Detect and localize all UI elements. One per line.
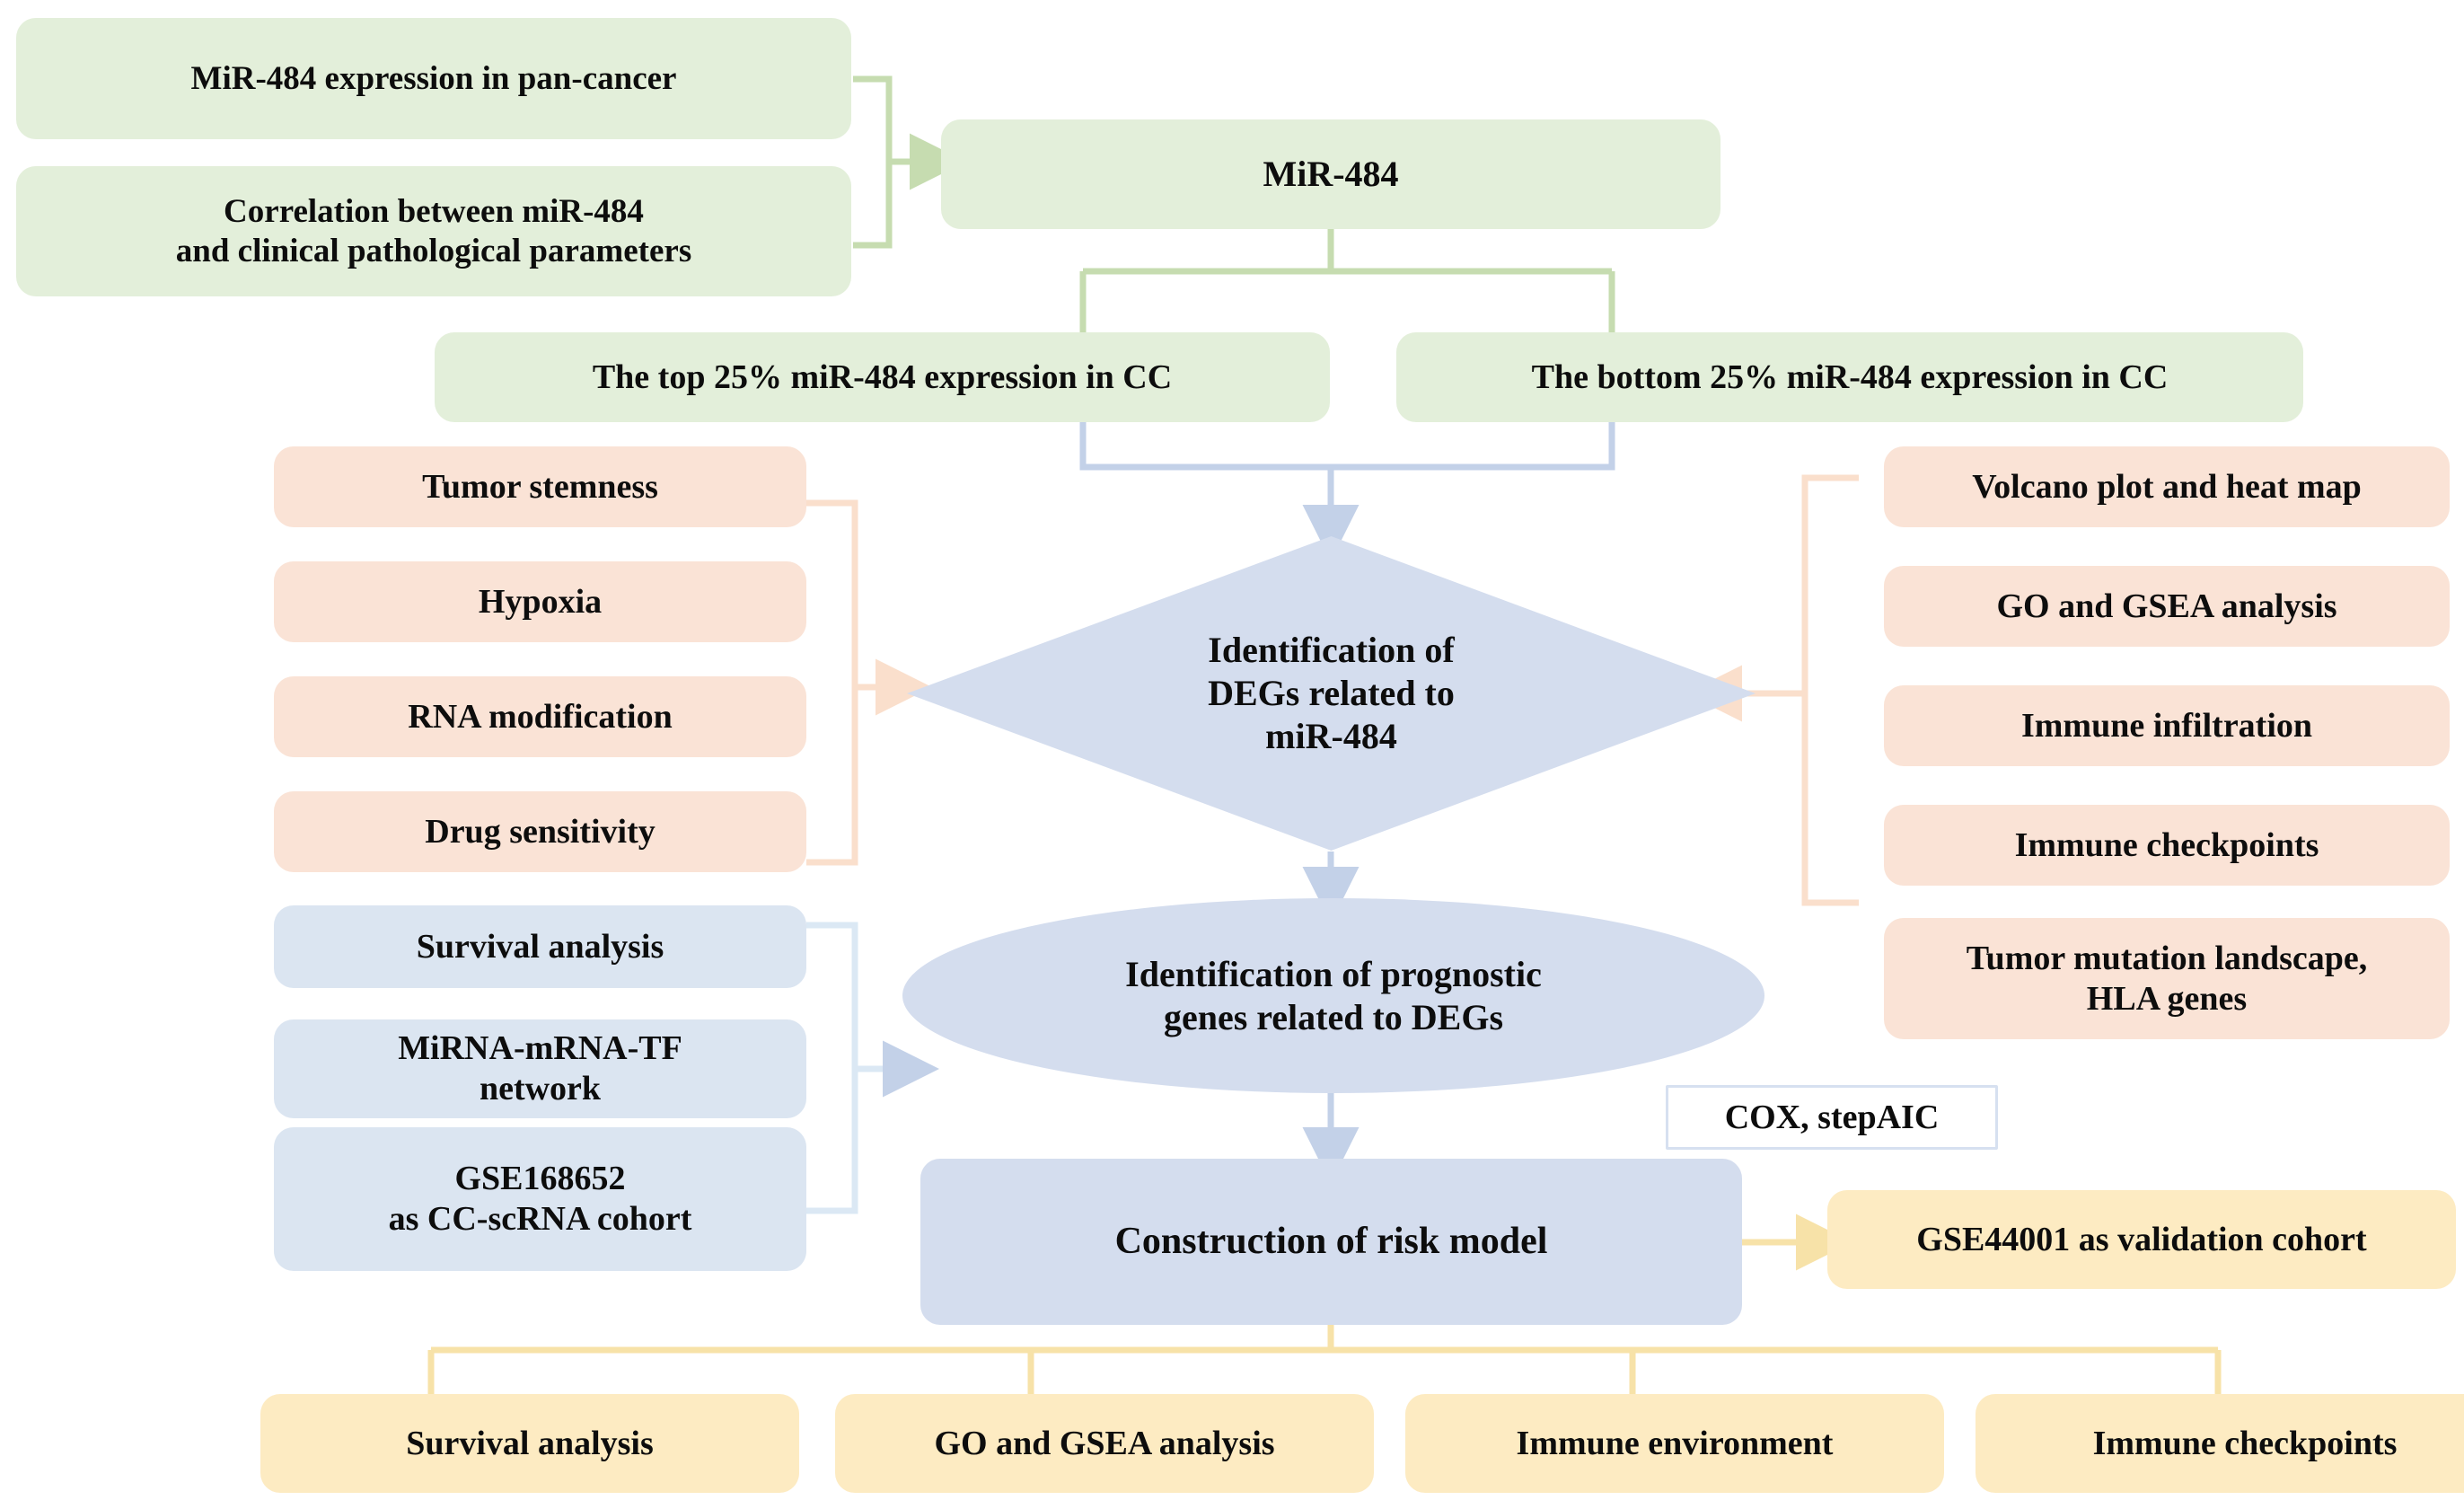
box-label: MiR-484 expression in pan-cancer: [190, 59, 677, 97]
box-bottom-survival-analysis[interactable]: Survival analysis: [260, 1394, 799, 1493]
box-mir484-root[interactable]: MiR-484: [941, 119, 1720, 229]
ellipse-prognostic-genes[interactable]: Identification of prognostic genes relat…: [902, 898, 1764, 1093]
box-cox-stepaic-note[interactable]: COX, stepAIC: [1666, 1085, 1998, 1150]
ellipse-label: Identification of prognostic genes relat…: [1125, 953, 1542, 1037]
box-label: COX, stepAIC: [1724, 1098, 1940, 1136]
box-immune-infiltration[interactable]: Immune infiltration: [1884, 685, 2450, 766]
box-tumor-mutation-hla[interactable]: Tumor mutation landscape, HLA genes: [1884, 918, 2450, 1039]
box-immune-checkpoints-right[interactable]: Immune checkpoints: [1884, 805, 2450, 886]
ellipse-shape: [902, 898, 1764, 1093]
box-label: Construction of risk model: [1114, 1220, 1548, 1262]
box-label: Immune checkpoints: [2014, 825, 2319, 864]
box-label: Immune infiltration: [2020, 706, 2313, 745]
box-gse168652-cohort[interactable]: GSE168652 as CC-scRNA cohort: [274, 1127, 806, 1271]
box-label: Drug sensitivity: [425, 812, 656, 851]
box-correlation-clinical-params[interactable]: Correlation between miR-484 and clinical…: [16, 166, 851, 296]
box-label: GSE168652 as CC-scRNA cohort: [388, 1160, 692, 1238]
box-hypoxia[interactable]: Hypoxia: [274, 561, 806, 642]
diamond-label: Identification of DEGs related to miR-48…: [1208, 630, 1455, 756]
box-label: Tumor stemness: [422, 467, 658, 506]
box-mir484-pan-cancer[interactable]: MiR-484 expression in pan-cancer: [16, 18, 851, 139]
box-label: GO and GSEA analysis: [934, 1424, 1275, 1462]
box-volcano-heatmap[interactable]: Volcano plot and heat map: [1884, 446, 2450, 527]
box-go-gsea-right[interactable]: GO and GSEA analysis: [1884, 566, 2450, 647]
box-label: Correlation between miR-484 and clinical…: [175, 192, 692, 269]
box-bottom-immune-environment[interactable]: Immune environment: [1405, 1394, 1944, 1493]
box-label: Hypoxia: [478, 582, 603, 621]
link-root-to-splits: [1079, 229, 1615, 332]
link-left-peach-to-diamond: [806, 499, 932, 866]
link-left-blue-to-ellipse: [806, 922, 939, 1214]
box-label: GO and GSEA analysis: [1996, 587, 2337, 625]
box-label: Immune environment: [1516, 1424, 1834, 1462]
box-label: Survival analysis: [416, 927, 664, 966]
diamond-identification-degs[interactable]: Identification of DEGs related to miR-48…: [907, 536, 1756, 851]
box-tumor-stemness[interactable]: Tumor stemness: [274, 446, 806, 527]
link-riskmodel-to-bottom: [427, 1325, 2222, 1394]
box-label: The top 25% miR-484 expression in CC: [592, 357, 1173, 396]
box-label: Survival analysis: [406, 1424, 654, 1462]
link-toplefts-to-root: [853, 75, 966, 249]
box-drug-sensitivity[interactable]: Drug sensitivity: [274, 791, 806, 872]
box-label: Volcano plot and heat map: [1972, 467, 2362, 506]
link-splits-to-diamond: [1079, 422, 1615, 561]
box-construction-risk-model[interactable]: Construction of risk model: [920, 1159, 1742, 1325]
box-bottom-go-gsea[interactable]: GO and GSEA analysis: [835, 1394, 1374, 1493]
box-bottom-immune-checkpoints[interactable]: Immune checkpoints: [1976, 1394, 2464, 1493]
box-label: Immune checkpoints: [2092, 1424, 2398, 1462]
box-label: MiRNA-mRNA-TF network: [398, 1029, 682, 1107]
box-rna-modification[interactable]: RNA modification: [274, 676, 806, 757]
box-label: The bottom 25% miR-484 expression in CC: [1531, 357, 2169, 396]
box-bottom-25-percent[interactable]: The bottom 25% miR-484 expression in CC: [1396, 332, 2303, 422]
box-label: Tumor mutation landscape, HLA genes: [1966, 939, 2368, 1018]
box-label: MiR-484: [1263, 154, 1399, 195]
box-label: RNA modification: [408, 697, 673, 736]
box-label: GSE44001 as validation cohort: [1916, 1220, 2367, 1258]
box-survival-analysis-left[interactable]: Survival analysis: [274, 905, 806, 988]
box-gse44001-validation[interactable]: GSE44001 as validation cohort: [1827, 1190, 2456, 1289]
box-top-25-percent[interactable]: The top 25% miR-484 expression in CC: [435, 332, 1330, 422]
box-mirna-mrna-tf-network[interactable]: MiRNA-mRNA-TF network: [274, 1019, 806, 1118]
